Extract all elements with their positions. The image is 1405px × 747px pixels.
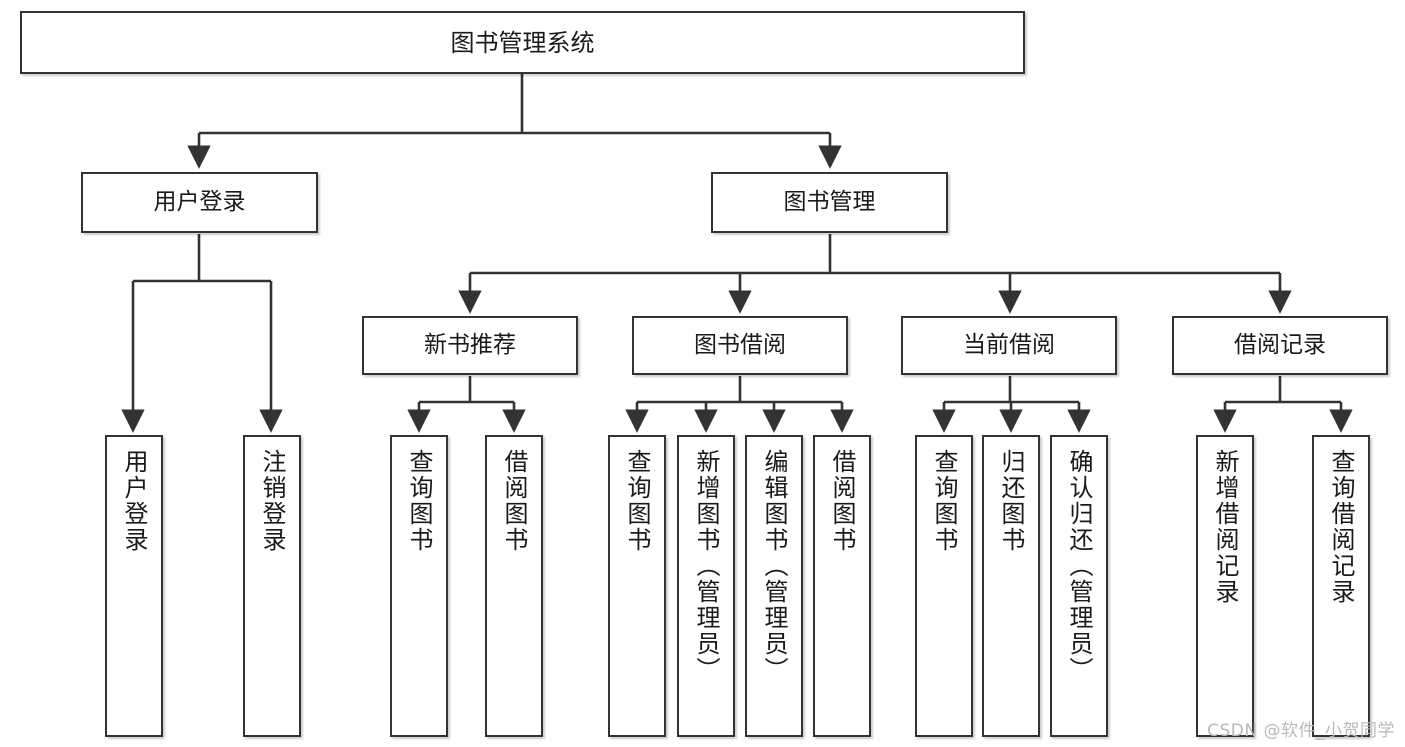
node-label: 新增借阅记录 bbox=[1211, 449, 1239, 605]
node-label: 当前借阅 bbox=[963, 332, 1055, 359]
node-label: 借阅图书 bbox=[500, 449, 528, 553]
node-label: 查询借阅记录 bbox=[1327, 449, 1355, 605]
node-book-borrow[interactable]: 图书借阅 bbox=[632, 316, 848, 375]
leaf-user-login-logout[interactable]: 注销登录 bbox=[243, 435, 301, 737]
leaf-new-book-borrow-book[interactable]: 借阅图书 bbox=[485, 435, 543, 737]
node-borrow-record[interactable]: 借阅记录 bbox=[1172, 316, 1388, 375]
node-label: 归还图书 bbox=[997, 449, 1025, 553]
leaf-current-return-book[interactable]: 归还图书 bbox=[982, 435, 1040, 737]
leaf-user-login-login[interactable]: 用户登录 bbox=[105, 435, 163, 737]
node-label: 查询图书 bbox=[623, 449, 651, 553]
leaf-record-add-borrow-record[interactable]: 新增借阅记录 bbox=[1196, 435, 1254, 737]
node-label: 图书管理 bbox=[783, 189, 876, 216]
leaf-current-query-book[interactable]: 查询图书 bbox=[915, 435, 973, 737]
leaf-borrow-borrow-book[interactable]: 借阅图书 bbox=[813, 435, 871, 737]
node-label: 注销登录 bbox=[258, 449, 286, 553]
node-label: 新增图书（管理员） bbox=[692, 449, 720, 683]
node-root-library-management-system[interactable]: 图书管理系统 bbox=[20, 11, 1025, 74]
node-label: 图书管理系统 bbox=[450, 28, 595, 57]
leaf-record-query-borrow-record[interactable]: 查询借阅记录 bbox=[1312, 435, 1370, 737]
node-current-borrow[interactable]: 当前借阅 bbox=[901, 316, 1117, 375]
node-new-book-recommend[interactable]: 新书推荐 bbox=[362, 316, 578, 375]
csdn-watermark: CSDN @软件_小贺同学 bbox=[1207, 721, 1395, 741]
node-label: 查询图书 bbox=[930, 449, 958, 553]
node-label: 用户登录 bbox=[120, 449, 148, 553]
node-label: 确认归还（管理员） bbox=[1065, 449, 1093, 683]
node-book-management[interactable]: 图书管理 bbox=[711, 172, 948, 233]
node-label: 图书借阅 bbox=[694, 332, 786, 359]
leaf-new-book-query-book[interactable]: 查询图书 bbox=[390, 435, 448, 737]
leaf-borrow-query-book[interactable]: 查询图书 bbox=[608, 435, 666, 737]
node-label: 查询图书 bbox=[405, 449, 433, 553]
leaf-borrow-edit-book-admin[interactable]: 编辑图书（管理员） bbox=[745, 435, 803, 737]
leaf-current-confirm-return-admin[interactable]: 确认归还（管理员） bbox=[1050, 435, 1108, 737]
node-user-login[interactable]: 用户登录 bbox=[81, 172, 318, 233]
leaf-borrow-add-book-admin[interactable]: 新增图书（管理员） bbox=[677, 435, 735, 737]
node-label: 借阅记录 bbox=[1234, 332, 1326, 359]
node-label: 用户登录 bbox=[153, 189, 246, 216]
node-label: 借阅图书 bbox=[828, 449, 856, 553]
node-label: 新书推荐 bbox=[424, 332, 516, 359]
node-label: 编辑图书（管理员） bbox=[760, 449, 788, 683]
